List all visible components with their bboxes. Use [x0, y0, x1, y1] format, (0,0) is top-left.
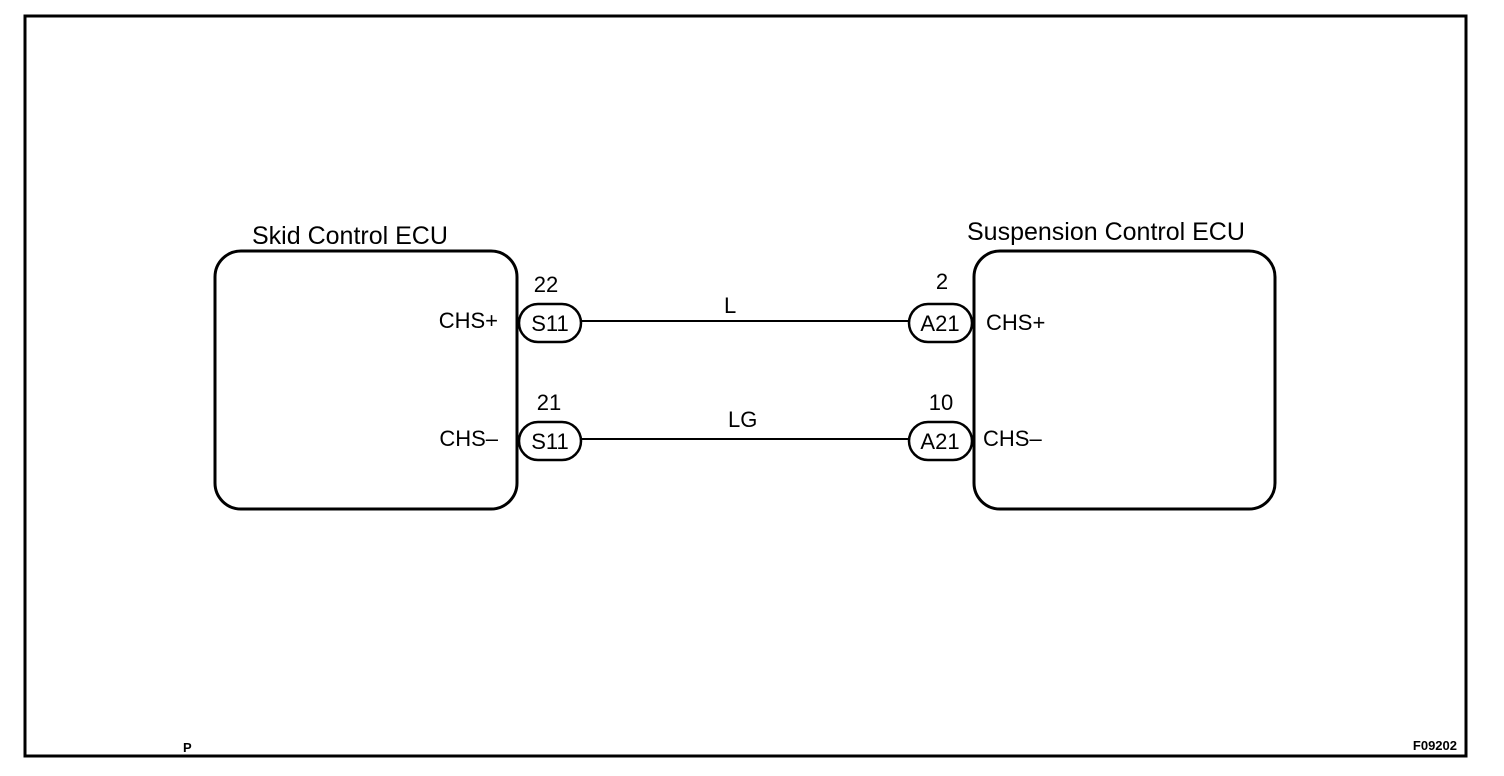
skid-ecu-chs-minus-label: CHS–: [439, 426, 498, 451]
figure-id: F09202: [1413, 738, 1457, 753]
wire-color-label-lg: LG: [728, 407, 757, 432]
skid-control-ecu-box: [213, 249, 519, 511]
suspension-ecu-chs-minus-label: CHS–: [983, 426, 1042, 451]
diagram-frame: [23, 14, 1468, 758]
left-pin-number-bottom: 21: [537, 390, 561, 415]
right-pin-number-top: 2: [936, 269, 948, 294]
suspension-control-ecu-box: [972, 249, 1277, 511]
connector-s11-bottom-label: S11: [531, 429, 569, 454]
connector-s11-top: [517, 302, 583, 344]
wire-color-label-l: L: [724, 293, 736, 318]
connector-a21-top: [907, 302, 974, 344]
connector-a21-top-label: A21: [920, 311, 959, 336]
footer-left-code: P: [183, 740, 192, 755]
connector-a21-bottom: [907, 420, 974, 462]
suspension-ecu-chs-plus-label: CHS+: [986, 310, 1045, 335]
connector-a21-bottom-label: A21: [920, 429, 959, 454]
connector-s11-top-label: S11: [531, 311, 569, 336]
suspension-control-ecu-title: Suspension Control ECU: [967, 218, 1245, 246]
left-pin-number-top: 22: [534, 272, 558, 297]
skid-ecu-chs-plus-label: CHS+: [439, 308, 498, 333]
connector-s11-bottom: [517, 420, 583, 462]
right-pin-number-bottom: 10: [929, 390, 953, 415]
skid-control-ecu-title: Skid Control ECU: [252, 222, 448, 250]
